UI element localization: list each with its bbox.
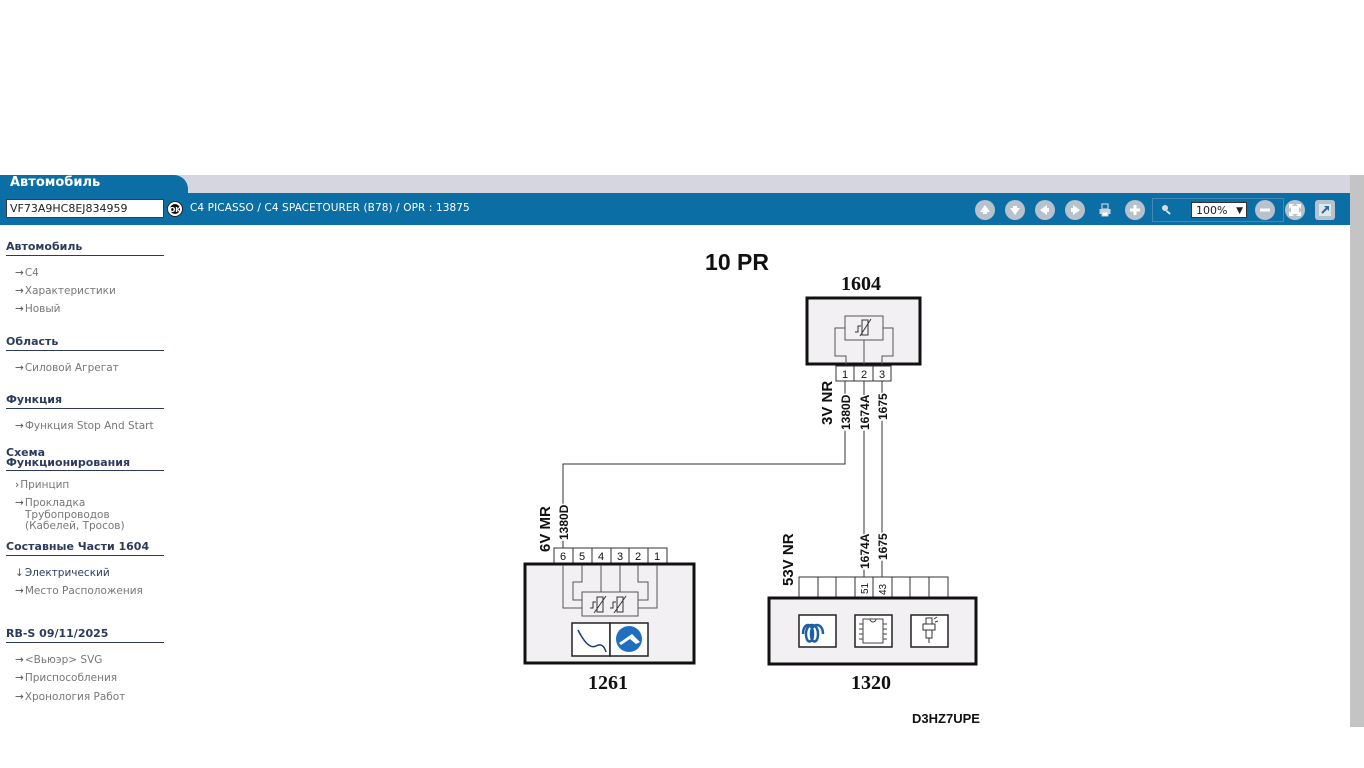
pin-label: 2 [635, 551, 641, 563]
sidebar-section-title: Автомобиль [6, 241, 164, 256]
sidebar-item-work-history[interactable]: →Хронология Работ [15, 691, 126, 703]
sidebar-item-electrical[interactable]: ↓Электрический [15, 567, 110, 579]
arrow-right-icon[interactable] [1065, 200, 1085, 220]
pin-label: 1 [654, 551, 660, 563]
wire-1674A[interactable]: 1674A 1674A [857, 381, 874, 577]
tab-strip: Автомобиль [0, 175, 1350, 193]
connector-label: 3V NR [819, 381, 836, 425]
component-1320[interactable]: 53V NR 51 43 [767, 533, 978, 694]
fit-screen-icon[interactable] [1285, 200, 1305, 220]
sidebar-section-title: Схема Функционирования [6, 447, 164, 471]
magnifier-icon[interactable] [1157, 200, 1177, 220]
diagram-code: D3HZ7UPE [912, 711, 980, 726]
arrow-down-icon[interactable] [1005, 200, 1025, 220]
zoom-in-icon[interactable] [1125, 200, 1145, 220]
wire-1380D[interactable]: 1380D 1380D [556, 381, 855, 548]
connector-pins: 1 2 3 [835, 365, 892, 382]
toolbar: VF73A9HC8EJ834959 OK C4 PICASSO / C4 SPA… [0, 193, 1350, 225]
chevron-down-icon: ▼ [1236, 206, 1243, 216]
curve-icon [577, 629, 607, 653]
component-id: 1261 [588, 672, 628, 694]
vin-input[interactable]: VF73A9HC8EJ834959 [6, 199, 164, 218]
sidebar-item-c4[interactable]: →C4 [15, 267, 39, 279]
pin-label: 4 [598, 551, 604, 563]
sidebar-item-new[interactable]: →Новый [15, 303, 61, 315]
sidebar-item-principle[interactable]: ›Принцип [15, 479, 70, 491]
zoom-select[interactable]: 100%▼ [1191, 202, 1247, 218]
sidebar-item-tools[interactable]: →Приспособления [15, 672, 118, 684]
zoom-control: 100%▼ [1152, 198, 1284, 222]
pin-label: 3 [617, 551, 623, 563]
vehicle-info: C4 PICASSO / C4 SPACETOURER (B78) / OPR … [190, 202, 470, 214]
sidebar-section-title: Составные Части 1604 [6, 541, 164, 556]
injector-icon [922, 616, 939, 643]
pin-label: 43 [878, 583, 889, 595]
coil-icon [801, 623, 825, 643]
wire-label: 1674A [858, 394, 872, 430]
wire-1675[interactable]: 1675 1675 [875, 381, 892, 577]
wire-label: 1675 [876, 533, 890, 560]
sidebar-item-powertrain[interactable]: →Силовой Агрегат [15, 362, 119, 374]
component-1604[interactable]: 1604 1 2 3 3V NR [805, 273, 922, 425]
arrow-left-icon[interactable] [1035, 200, 1055, 220]
pin-label: 5 [579, 551, 585, 563]
pin-label: 2 [861, 369, 867, 381]
tab-vehicle[interactable]: Автомобиль [0, 175, 188, 193]
connector-label: 53V NR [780, 533, 797, 586]
sidebar-section-title: Функция [6, 394, 164, 409]
sidebar-section-title: Область [6, 336, 164, 351]
tab-vehicle-label: Автомобиль [10, 175, 101, 190]
pin-label: 1 [842, 369, 848, 381]
wire-label: 1380D [839, 394, 853, 430]
sidebar-item-characteristics[interactable]: →Характеристики [15, 285, 116, 297]
sidebar-item-routing[interactable]: →Прокладка Трубопроводов (Кабелей, Тросо… [15, 497, 125, 532]
pedal-sensor-icon [616, 626, 642, 652]
open-new-window-icon[interactable] [1315, 200, 1335, 220]
connector-label: 6V MR [537, 506, 554, 552]
pin-label: 6 [560, 551, 566, 563]
pin-label: 51 [860, 582, 871, 594]
zoom-out-icon[interactable] [1255, 200, 1275, 220]
chip-icon [859, 618, 887, 644]
ok-button[interactable]: OK [167, 201, 183, 217]
print-icon[interactable] [1095, 200, 1115, 220]
wire-label: 1675 [876, 393, 890, 420]
component-1261[interactable]: 6V MR 6 5 4 3 2 1 [523, 506, 696, 694]
diagram-title: 10 PR [705, 249, 769, 275]
component-id: 1320 [851, 672, 891, 694]
sidebar-section-title: RB-S 09/11/2025 [6, 628, 164, 643]
component-id: 1604 [841, 273, 881, 295]
pin-label: 3 [879, 369, 885, 381]
arrow-up-icon[interactable] [975, 200, 995, 220]
sidebar-item-svg-viewer[interactable]: →<Вьюэр> SVG [15, 654, 103, 666]
wire-label: 1674A [858, 533, 872, 569]
thermistor-icon [590, 595, 627, 614]
wire-label: 1380D [557, 504, 571, 540]
thermistor-icon [855, 318, 872, 337]
connector-pins: 6 5 4 3 2 1 [553, 547, 668, 564]
sidebar-item-location[interactable]: →Место Расположения [15, 585, 143, 597]
vertical-scrollbar[interactable] [1350, 175, 1364, 727]
sidebar-item-stop-start[interactable]: →Функция Stop And Start [15, 420, 154, 432]
connector-pins: 51 43 [798, 576, 949, 598]
